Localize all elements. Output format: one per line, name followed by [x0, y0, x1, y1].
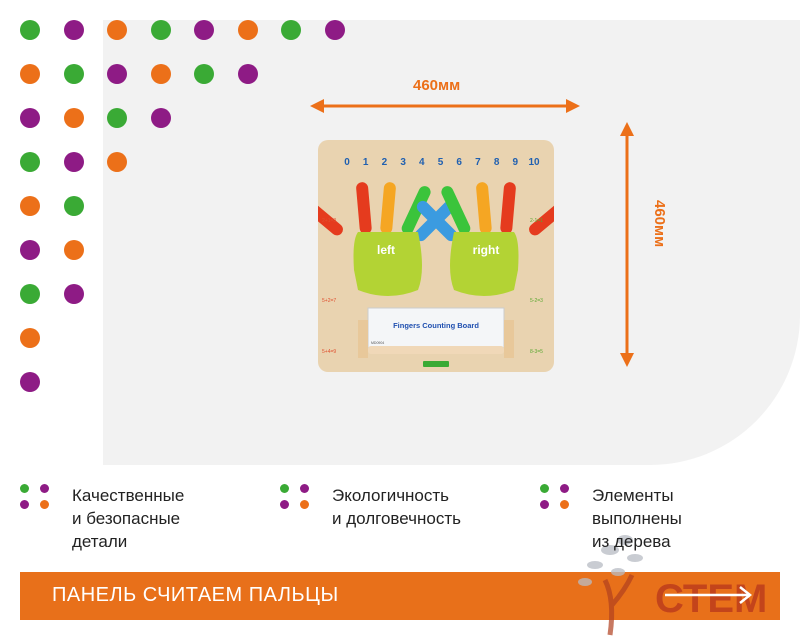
card-title: Fingers Counting Board	[393, 321, 479, 330]
finger	[380, 182, 396, 235]
decorative-dot	[20, 240, 40, 260]
decorative-dot	[20, 108, 40, 128]
right-equation: 2-1=1	[530, 218, 543, 224]
decorative-dot	[237, 64, 258, 84]
left-hand-label: left	[377, 243, 395, 257]
board-number: 8	[494, 157, 500, 168]
board-number: 7	[475, 157, 481, 168]
finger	[416, 200, 458, 242]
arrow-right-icon	[739, 586, 753, 604]
decorative-dot	[107, 152, 127, 172]
board-number: 1	[363, 157, 369, 168]
decorative-dot	[107, 20, 127, 40]
decorative-dot	[107, 64, 127, 84]
decorative-dot	[20, 64, 40, 84]
right-equation: 8-3=5	[530, 349, 543, 355]
finger	[500, 182, 516, 235]
decorative-dot	[63, 64, 84, 84]
decorative-dot	[20, 284, 40, 304]
left-equation: 2+1=3	[322, 218, 336, 224]
feature-text: и долговечность	[332, 509, 461, 528]
decorative-dot	[150, 64, 171, 84]
decorative-dot	[20, 152, 40, 172]
decorative-dot	[194, 64, 214, 84]
board-number: 10	[528, 157, 540, 168]
product-board-image: 0 1 2 3 4 5 6 7 8 9 10 left right 2+1=3 5+2=7 5+4=…	[318, 140, 554, 372]
board-number: 5	[438, 157, 444, 168]
decorative-dot	[20, 196, 40, 216]
board-number: 4	[419, 157, 425, 168]
title-banner: ПАНЕЛЬ СЧИТАЕМ ПАЛЬЦЫ	[20, 572, 780, 620]
decorative-dot	[237, 20, 258, 40]
decorative-dot	[150, 20, 171, 40]
feature-wood: Элементы выполнены из дерева	[540, 484, 682, 553]
dots-icon	[20, 484, 60, 514]
banner-title: ПАНЕЛЬ СЧИТАЕМ ПАЛЬЦЫ	[52, 584, 339, 606]
decorative-dot	[107, 108, 127, 128]
feature-text: детали	[72, 532, 128, 551]
feature-text: Экологичность	[332, 486, 450, 505]
dots-icon	[540, 484, 580, 514]
finger	[401, 186, 431, 235]
decorative-dot	[63, 240, 84, 260]
decorative-dot	[63, 196, 84, 216]
finger	[356, 182, 372, 235]
width-arrow	[310, 99, 580, 113]
feature-text: из дерева	[592, 532, 671, 551]
feature-quality: Качественные и безопасные детали	[20, 484, 184, 553]
feature-text: выполнены	[592, 509, 682, 528]
stem-logo: СТЕМ	[578, 535, 767, 636]
decorative-dot	[63, 284, 84, 304]
width-label: 460мм	[413, 77, 461, 94]
board-number: 6	[456, 157, 462, 168]
decorative-dot	[20, 328, 40, 348]
decorative-dot	[20, 20, 40, 40]
feature-text: Качественные	[72, 486, 185, 505]
logo-text: СТЕМ	[655, 577, 767, 621]
board-number: 3	[400, 157, 406, 168]
height-arrow	[620, 122, 634, 367]
board-number: 0	[344, 157, 350, 168]
feature-text: Элементы	[592, 486, 674, 505]
decorative-dot	[150, 108, 171, 128]
decorative-dot	[20, 372, 40, 392]
left-equation: 5+4=9	[322, 349, 336, 355]
decorative-dot	[63, 20, 84, 40]
card-code: MD0904	[371, 341, 384, 345]
height-label: 460мм	[651, 200, 668, 248]
decorative-dot	[281, 20, 301, 40]
feature-eco: Экологичность и долговечность	[280, 484, 461, 530]
board-number: 9	[513, 157, 519, 168]
finger	[476, 182, 492, 235]
left-equation: 5+2=7	[322, 298, 336, 304]
dots-icon	[280, 484, 320, 514]
right-equation: 5-2=3	[530, 298, 543, 304]
board-number: 2	[382, 157, 388, 168]
decorative-dot	[63, 108, 84, 128]
right-hand-label: right	[473, 243, 500, 257]
decorative-dot	[324, 20, 345, 40]
decorative-dot	[194, 20, 214, 40]
decorative-dot	[63, 152, 84, 172]
finger	[529, 197, 554, 236]
finger	[318, 197, 343, 236]
feature-text: и безопасные	[72, 509, 181, 528]
finger	[441, 186, 471, 235]
